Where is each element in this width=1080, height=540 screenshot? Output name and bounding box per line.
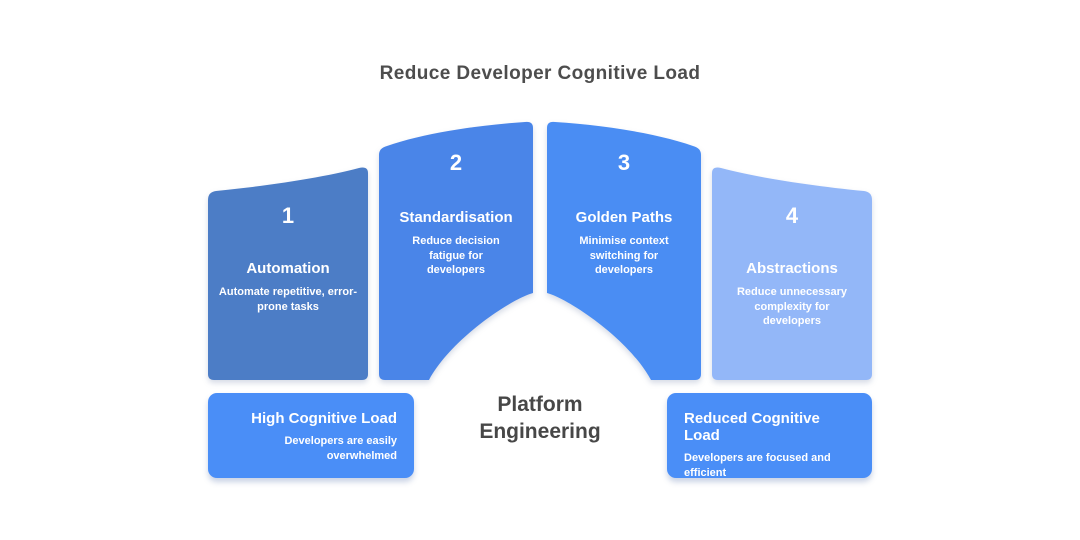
segment-1-text: 1 Automation Automate repetitive, error-… — [208, 203, 368, 314]
segment-2-text: 2 Standardisation Reduce decision fatigu… — [379, 150, 533, 278]
diagram-title: Reduce Developer Cognitive Load — [379, 63, 701, 84]
platform-engineering-label: Platform Engineering — [440, 392, 640, 446]
arch-segment-2-shape — [379, 121, 533, 380]
segment-1-number: 1 — [281, 203, 295, 228]
segment-4-subtitle: Reduce unnecessary complexity for develo… — [736, 286, 848, 328]
high-cognitive-load-title: High Cognitive Load — [251, 410, 397, 427]
reduced-cognitive-load-subtitle: Developers are focused and efficient — [684, 452, 831, 479]
platform-engineering-line2: Engineering — [479, 419, 601, 443]
segment-3-subtitle: Minimise context switching for developer… — [579, 235, 669, 277]
segment-1-title: Automation — [246, 260, 330, 277]
segment-4-text: 4 Abstractions Reduce unnecessary comple… — [712, 203, 872, 329]
segment-2-number: 2 — [449, 150, 463, 175]
high-cognitive-load-card: High Cognitive Load Developers are easil… — [208, 393, 414, 478]
arch-segment-3-shape — [547, 121, 701, 380]
arch-segment-4-shape — [712, 167, 872, 380]
segment-3-number: 3 — [617, 150, 631, 175]
segment-4-number: 4 — [785, 203, 799, 228]
segment-2-subtitle: Reduce decision fatigue for developers — [412, 235, 500, 277]
reduced-cognitive-load-title: Reduced Cognitive Load — [684, 410, 820, 444]
segment-2-title: Standardisation — [399, 209, 513, 226]
segment-3-title: Golden Paths — [575, 209, 673, 226]
platform-engineering-line1: Platform — [497, 393, 583, 416]
segment-4-title: Abstractions — [746, 260, 838, 277]
reduced-cognitive-load-card: Reduced Cognitive Load Developers are fo… — [667, 393, 872, 479]
high-cognitive-load-subtitle: Developers are easily overwhelmed — [284, 435, 397, 462]
arch-segment-1-shape — [208, 167, 368, 380]
segment-1-subtitle: Automate repetitive, error-prone tasks — [218, 286, 358, 313]
segment-3-text: 3 Golden Paths Minimise context switchin… — [547, 150, 701, 278]
